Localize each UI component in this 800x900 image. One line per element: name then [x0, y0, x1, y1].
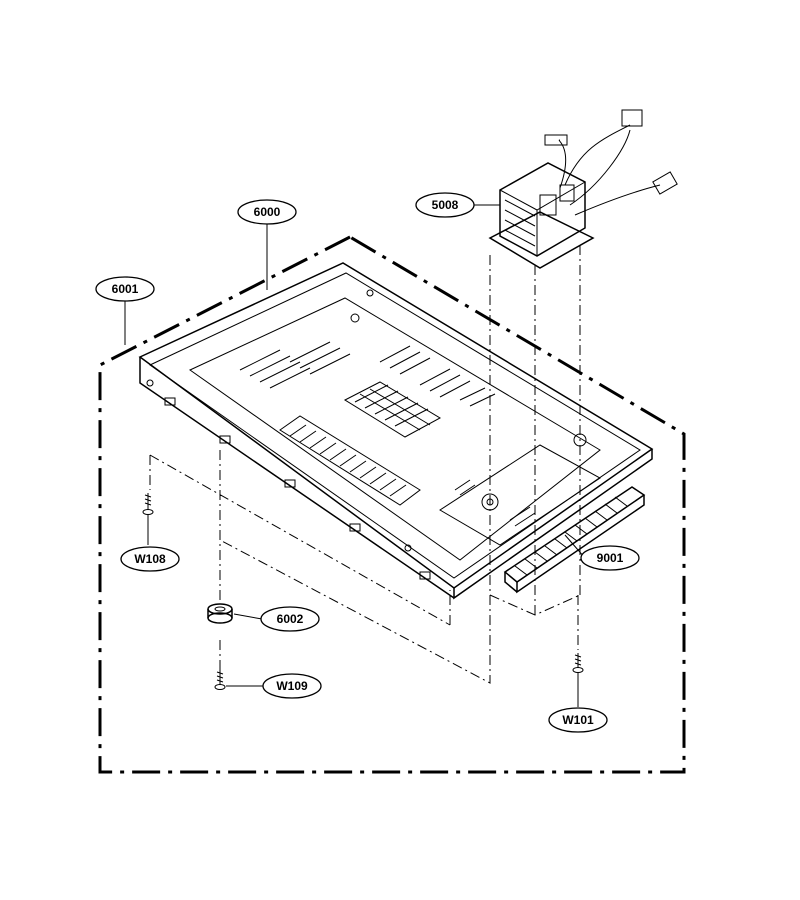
svg-text:W101: W101 [562, 713, 594, 727]
vent-grid-center [343, 381, 442, 438]
svg-text:W108: W108 [134, 552, 166, 566]
svg-text:9001: 9001 [597, 551, 624, 565]
screw-w109 [214, 670, 226, 690]
edge-tabs [164, 397, 431, 580]
callout-9001: 9001 [580, 545, 640, 571]
callout-w108: W108 [120, 546, 180, 572]
leader-lines [124, 204, 586, 707]
screw-w101 [572, 653, 584, 673]
foot-6002 [207, 603, 233, 624]
callout-6001: 6001 [95, 276, 155, 302]
callout-6000: 6000 [237, 199, 297, 225]
svg-text:W109: W109 [276, 679, 308, 693]
callout-6002: 6002 [260, 606, 320, 632]
transformer [488, 109, 678, 269]
assembly-boundary [98, 235, 686, 774]
svg-text:6002: 6002 [277, 612, 304, 626]
svg-text:6000: 6000 [254, 205, 281, 219]
vent-slots-large [279, 415, 421, 506]
mount-bracket [439, 433, 601, 546]
callout-5008: 5008 [415, 192, 475, 218]
projection-lines [149, 245, 581, 684]
svg-text:6001: 6001 [112, 282, 139, 296]
callout-w101: W101 [548, 707, 608, 733]
svg-text:5008: 5008 [432, 198, 459, 212]
base-plate [138, 262, 654, 600]
screw-w108 [142, 493, 154, 515]
vent-slots-upper [239, 341, 496, 407]
callout-w109: W109 [262, 673, 322, 699]
ferrite-bar [503, 486, 646, 594]
